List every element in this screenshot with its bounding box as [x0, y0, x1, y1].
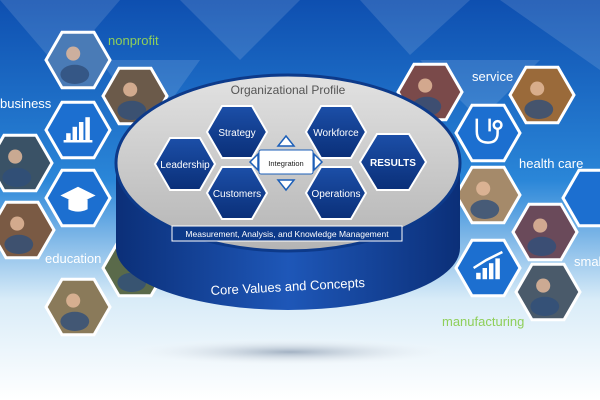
hex-icon-health-care — [454, 103, 522, 163]
hex-photo-nonprofit-worker — [44, 30, 112, 90]
hex-photo-factory — [514, 262, 582, 322]
hex-icon-manufacturing — [454, 238, 522, 298]
hex-icon-partial — [561, 168, 600, 228]
sector-label-service: service — [472, 69, 513, 84]
sector-label-business: business — [0, 96, 52, 111]
sector-label-small: small — [574, 254, 600, 269]
measurement-bar — [171, 225, 403, 242]
hex-strategy: Strategy — [205, 105, 269, 159]
hex-photo-cook — [511, 202, 579, 262]
hex-icon-education — [44, 168, 112, 228]
sector-label-nonprofit: nonprofit — [108, 33, 159, 48]
arrow-left-icon — [248, 152, 259, 172]
sector-label-health-care: health care — [519, 156, 583, 171]
leadership-label: Leadership — [160, 160, 210, 171]
bar-chart-icon — [63, 117, 93, 143]
graduation-cap-icon — [60, 186, 96, 212]
measurement-label: Measurement, Analysis, and Knowledge Man… — [185, 229, 389, 239]
hex-results: RESULTS — [358, 133, 428, 191]
left-sector-hexagons — [0, 30, 169, 337]
hex-leadership: Leadership — [153, 137, 217, 191]
sector-label-manufacturing: manufacturing — [442, 314, 524, 329]
arrow-right-icon — [313, 152, 324, 172]
arrow-up-icon — [276, 134, 296, 147]
customers-label: Customers — [213, 189, 261, 200]
hex-customers: Customers — [205, 166, 269, 220]
integration-box — [258, 149, 314, 175]
workforce-label: Workforce — [313, 128, 359, 139]
stethoscope-icon — [475, 118, 503, 144]
operations-label: Operations — [312, 189, 361, 200]
hex-operations: Operations — [304, 166, 368, 220]
organizational-profile-label: Organizational Profile — [231, 83, 346, 97]
hex-photo-nurse — [454, 165, 522, 225]
hex-photo-chef — [508, 65, 576, 125]
hex-photo-teacher — [0, 200, 56, 260]
hex-photo-pilot — [0, 133, 54, 193]
results-label: RESULTS — [370, 158, 416, 169]
sector-label-education: education — [45, 251, 101, 266]
integration-label: Integration — [268, 159, 303, 168]
hex-photo-children — [44, 277, 112, 337]
arrow-down-icon — [276, 179, 296, 192]
rising-bar-chart-icon — [472, 250, 503, 280]
hex-icon-business — [44, 100, 112, 160]
hex-workforce: Workforce — [304, 105, 368, 159]
strategy-label: Strategy — [218, 128, 255, 139]
disc-shadow — [120, 338, 460, 366]
